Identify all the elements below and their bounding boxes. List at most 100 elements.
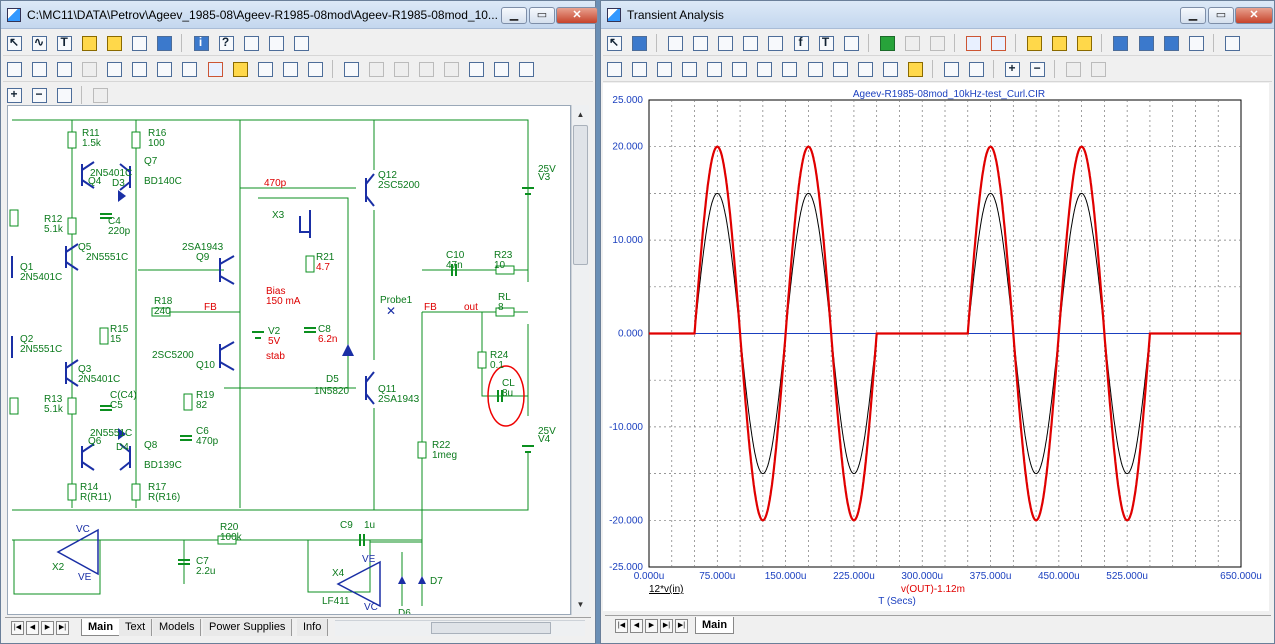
grid-text-icon[interactable] [104,59,124,79]
last-page-icon-2[interactable]: ▶| [675,619,688,633]
run-icon[interactable] [877,33,897,53]
scroll-thumb[interactable] [573,125,588,265]
next-page-icon[interactable]: ▶ [41,621,54,635]
zoom-out-icon[interactable]: − [29,85,49,105]
minimize-button[interactable]: ▁ [501,7,527,24]
legend-series-2[interactable]: v(OUT)-1.12m [901,584,965,595]
attribute-text-icon[interactable] [4,59,24,79]
cursor-mode-icon[interactable] [690,33,710,53]
component-icon[interactable] [629,33,649,53]
transistor-Q8[interactable] [119,443,131,471]
animate-icon[interactable] [963,33,983,53]
cursor-next-simulation-icon[interactable] [855,59,875,79]
diode-D3[interactable] [118,190,126,202]
cursor-valley-icon[interactable] [629,59,649,79]
diode-D5[interactable] [342,344,354,356]
diode-D4[interactable] [118,428,126,440]
first-page-icon[interactable]: |◀ [11,621,24,635]
resistor-R11[interactable] [67,131,77,149]
binoculars-icon[interactable] [491,59,511,79]
grid-icon[interactable] [266,33,286,53]
find-icon[interactable] [466,59,486,79]
source-V3[interactable] [522,187,534,195]
transistor-Q7[interactable] [119,163,131,191]
info-icon[interactable]: i [191,33,211,53]
schematic-titlebar[interactable]: C:\MC11\DATA\Petrov\Ageev_1985-08\Ageev-… [1,1,598,29]
state-variables-icon[interactable] [1049,33,1069,53]
scroll-down-arrow-icon[interactable]: ▼ [576,600,585,609]
brush-icon[interactable] [104,33,124,53]
stop-icon[interactable] [902,33,922,53]
maximize-button[interactable]: ▭ [1208,7,1234,24]
rotate-icon[interactable] [366,59,386,79]
wire-mode-icon[interactable]: ∿ [29,33,49,53]
same-x-scales-icon[interactable] [966,59,986,79]
schematic-vscrollbar[interactable]: ▲ ▼ [571,105,589,615]
region-icon[interactable] [280,59,300,79]
cursor-previous-simulation-icon[interactable] [880,59,900,79]
pin-markers-icon[interactable] [79,59,99,79]
copy-icon[interactable] [1063,59,1083,79]
zoom-in-icon[interactable]: + [4,85,24,105]
capacitor-C7[interactable] [178,559,190,565]
point-tag-icon[interactable] [715,33,735,53]
cursor-slope-icon[interactable] [830,59,850,79]
capacitor-C5[interactable] [100,405,112,411]
resistor-R20[interactable] [217,535,237,545]
tab-info[interactable]: Info [297,619,329,636]
horizontal-tag-icon[interactable] [740,33,760,53]
resistor-R21[interactable] [305,255,315,273]
resistor-left-1[interactable] [9,209,19,227]
zoom-out-icon[interactable]: − [1027,59,1047,79]
transistor-Q10[interactable] [219,341,235,371]
capacitor-CL[interactable] [497,390,503,402]
numeric-output-icon[interactable] [1024,33,1044,53]
cursor-inflection-icon[interactable] [704,59,724,79]
transistor-Q9[interactable] [219,255,235,285]
next-page-icon[interactable]: ▶ [645,619,658,633]
minimize-button[interactable]: ▁ [1180,7,1206,24]
mosfet-X3[interactable] [299,210,311,238]
zoom-region-icon[interactable] [1110,33,1130,53]
opamp-X4[interactable] [336,560,381,608]
help-icon[interactable]: ? [216,33,236,53]
transistor-Q6[interactable] [81,443,95,471]
hscroll-thumb[interactable] [431,622,551,634]
transient-window[interactable]: Transient Analysis ▁ ▭ ✕ ↖ f T [600,0,1275,644]
tab-models[interactable]: Models [153,619,202,636]
capacitor-C8[interactable] [304,327,316,333]
resistor-R13[interactable] [67,397,77,415]
power-icon[interactable] [179,59,199,79]
box-icon[interactable] [341,59,361,79]
properties-icon[interactable] [291,33,311,53]
tab-main[interactable]: Main [695,617,735,634]
prev-page-icon[interactable]: ◀ [630,619,643,633]
pin-connections-icon[interactable] [129,59,149,79]
scale-icon[interactable] [665,33,685,53]
zoom-fit-icon[interactable] [54,85,74,105]
last-page-icon[interactable]: ▶| [660,619,673,633]
flip-icon[interactable] [416,59,436,79]
capacitor-C4[interactable] [100,213,112,219]
source-V2[interactable] [252,331,264,339]
transistor-Q4[interactable] [81,161,95,189]
resistor-R24[interactable] [477,351,487,369]
resistor-R15[interactable] [99,327,109,345]
step-icon[interactable] [988,33,1008,53]
transistor-Q11[interactable] [365,371,375,405]
resistor-R22[interactable] [417,441,427,459]
resistor-R16[interactable] [131,131,141,149]
same-y-scales-icon[interactable] [941,59,961,79]
cursor-bottom-icon[interactable] [805,59,825,79]
limits-icon[interactable] [1074,33,1094,53]
vertical-tag-icon[interactable] [765,33,785,53]
tab-power-supplies[interactable]: Power Supplies [203,619,293,636]
select-mode-icon[interactable]: ↖ [604,33,624,53]
zoom-cursor-icon[interactable] [1161,33,1181,53]
close-button[interactable]: ✕ [556,7,598,24]
tab-main[interactable]: Main [81,619,121,636]
current-flow-icon[interactable] [154,59,174,79]
text-mode-icon[interactable]: T [54,33,74,53]
diode-D6[interactable] [398,576,406,584]
